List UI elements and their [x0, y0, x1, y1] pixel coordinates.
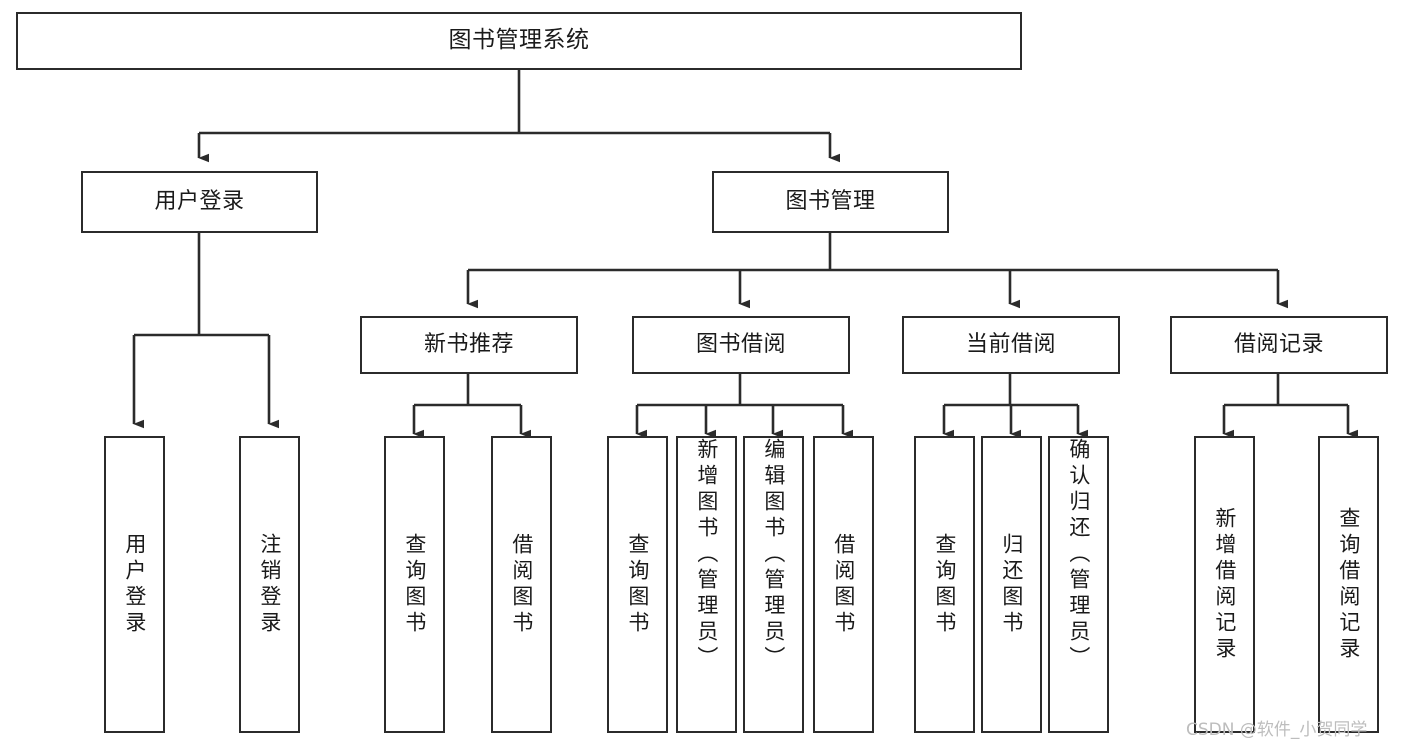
node-book-borrow-label: 图书借阅: [695, 332, 786, 358]
node-leaf-user-login-label: 用户登录: [122, 532, 147, 637]
node-book-manage-label: 图书管理: [785, 189, 876, 215]
node-leaf-current-query[interactable]: 查询图书: [914, 436, 975, 733]
node-borrow-record[interactable]: 借阅记录: [1170, 316, 1388, 374]
node-new-book-recommend[interactable]: 新书推荐: [360, 316, 578, 374]
node-leaf-current-confirm[interactable]: 确认归还（管理员）: [1048, 436, 1109, 733]
node-leaf-recommend-borrow-label: 借阅图书: [509, 532, 534, 637]
node-leaf-user-logout-label: 注销登录: [257, 532, 282, 637]
node-user-login[interactable]: 用户登录: [81, 171, 318, 233]
node-leaf-borrow-add-label: 新增图书（管理员）: [694, 438, 719, 672]
node-current-borrow-label: 当前借阅: [965, 332, 1056, 358]
node-leaf-current-return-label: 归还图书: [999, 532, 1024, 637]
node-leaf-recommend-borrow[interactable]: 借阅图书: [491, 436, 552, 733]
node-leaf-borrow-lend-label: 借阅图书: [831, 532, 856, 637]
node-user-login-label: 用户登录: [154, 189, 245, 215]
node-leaf-borrow-lend[interactable]: 借阅图书: [813, 436, 874, 733]
node-leaf-record-add[interactable]: 新增借阅记录: [1194, 436, 1255, 733]
node-leaf-record-add-label: 新增借阅记录: [1212, 506, 1237, 663]
node-root[interactable]: 图书管理系统: [16, 12, 1022, 70]
node-borrow-record-label: 借阅记录: [1233, 332, 1324, 358]
node-leaf-current-return[interactable]: 归还图书: [981, 436, 1042, 733]
node-leaf-current-confirm-label: 确认归还（管理员）: [1066, 438, 1091, 672]
node-book-manage[interactable]: 图书管理: [712, 171, 949, 233]
node-leaf-user-login[interactable]: 用户登录: [104, 436, 165, 733]
node-leaf-borrow-query-label: 查询图书: [625, 532, 650, 637]
node-leaf-borrow-edit[interactable]: 编辑图书（管理员）: [743, 436, 804, 733]
node-root-label: 图书管理系统: [448, 27, 590, 54]
node-leaf-user-logout[interactable]: 注销登录: [239, 436, 300, 733]
node-leaf-borrow-add[interactable]: 新增图书（管理员）: [676, 436, 737, 733]
csdn-watermark: CSDN @软件_小贺同学: [1186, 720, 1368, 740]
node-leaf-borrow-query[interactable]: 查询图书: [607, 436, 668, 733]
node-leaf-record-query[interactable]: 查询借阅记录: [1318, 436, 1379, 733]
node-leaf-recommend-query[interactable]: 查询图书: [384, 436, 445, 733]
node-leaf-borrow-edit-label: 编辑图书（管理员）: [761, 438, 786, 672]
node-leaf-record-query-label: 查询借阅记录: [1336, 506, 1361, 663]
node-leaf-current-query-label: 查询图书: [932, 532, 957, 637]
node-book-borrow[interactable]: 图书借阅: [632, 316, 850, 374]
node-new-book-recommend-label: 新书推荐: [423, 332, 514, 358]
node-current-borrow[interactable]: 当前借阅: [902, 316, 1120, 374]
node-leaf-recommend-query-label: 查询图书: [402, 532, 427, 637]
